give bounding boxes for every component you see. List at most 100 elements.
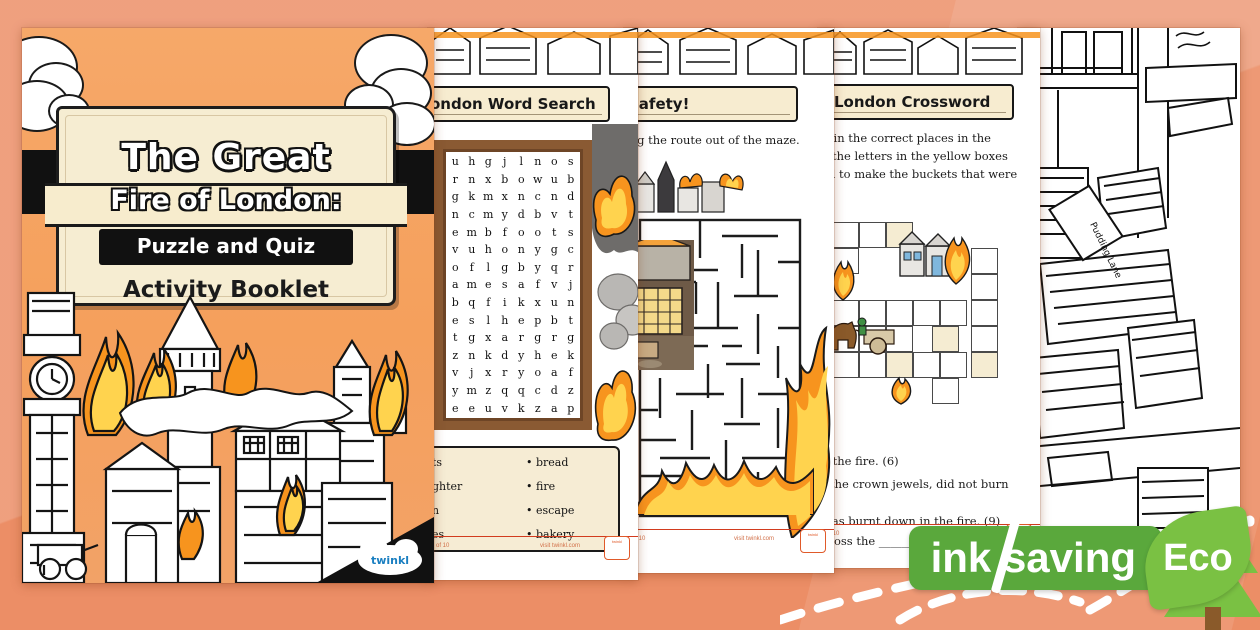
word-search-letter: y	[518, 366, 525, 380]
word-search-letter: l	[519, 155, 524, 169]
crossword-clue-line-1: o the fire. (6)	[822, 454, 899, 468]
word-search-letter: u	[468, 243, 476, 257]
word-search-letter: x	[485, 366, 492, 380]
preview-page-colouring[interactable]: Pudding Lane	[1018, 28, 1240, 546]
word-search-letter: e	[517, 313, 525, 327]
word-search-letter: s	[468, 313, 475, 327]
word-search-letter: e	[484, 278, 492, 292]
word-search-letter: y	[534, 260, 541, 274]
word-search-letter: e	[451, 225, 459, 239]
word-search-letter: n	[451, 208, 459, 222]
word-search-letter: h	[501, 313, 509, 327]
word-search-letter: m	[466, 384, 477, 398]
word-search-letter: e	[468, 401, 475, 415]
word-search-letter: v	[551, 278, 558, 292]
word-list-item: escape	[526, 504, 574, 517]
word-list-left-column: tsghternes	[428, 456, 462, 552]
word-list-right-column: breadfireescapebakery	[526, 456, 574, 552]
colouring-line-art: Pudding Lane	[1018, 28, 1240, 546]
word-search-letter: p	[567, 401, 575, 415]
word-search-letter: r	[568, 260, 574, 274]
word-search-letter: n	[550, 190, 558, 204]
crossword-cell[interactable]	[971, 300, 998, 326]
crossword-cell[interactable]	[971, 274, 998, 300]
word-search-page-footer: of 10 visit twinkl.com twinkl	[428, 536, 638, 562]
word-search-letter: x	[485, 331, 492, 345]
word-search-letter: t	[552, 225, 557, 239]
word-search-letter: s	[567, 225, 574, 239]
word-search-letter: y	[534, 243, 541, 257]
word-list-item: n	[428, 504, 462, 517]
word-search-letter: u	[451, 155, 459, 169]
word-search-letter: f	[469, 260, 474, 274]
crossword-cell[interactable]	[913, 300, 940, 326]
crossword-cell[interactable]	[971, 326, 998, 352]
word-search-letter: o	[534, 366, 542, 380]
preview-page-cover[interactable]: The Great Fire of London: Puzzle and Qui…	[22, 28, 434, 583]
word-search-heading: ondon Word Search	[428, 86, 610, 122]
word-search-letter: m	[466, 225, 477, 239]
word-search-letter: k	[468, 190, 476, 204]
word-search-letter: o	[550, 155, 558, 169]
word-search-letter: y	[452, 384, 459, 398]
burning-house-illustration	[898, 231, 952, 277]
crossword-grid[interactable]	[827, 208, 1028, 405]
preview-page-crossword[interactable]: London Crossword s in the correct places…	[818, 28, 1040, 568]
crossword-cell-highlight[interactable]	[971, 352, 998, 378]
footer-site-link[interactable]: visit twinkl.com	[734, 536, 775, 542]
word-search-letter: k	[567, 348, 575, 362]
word-search-letter: k	[484, 348, 492, 362]
word-search-letter: b	[567, 172, 575, 186]
word-search-letter: b	[517, 260, 525, 274]
cover-title-band-secondary	[45, 183, 407, 227]
cover-title-card: The Great Fire of London: Puzzle and Qui…	[45, 106, 407, 306]
word-list-item: es	[428, 528, 462, 541]
word-search-heading-text: ondon Word Search	[430, 95, 596, 113]
word-search-letter: q	[501, 384, 509, 398]
crossword-cell[interactable]	[940, 300, 967, 326]
word-search-letter: p	[534, 313, 542, 327]
page-header-line-art	[428, 28, 638, 76]
crossword-cell[interactable]	[932, 378, 959, 404]
word-search-letter: e	[451, 313, 459, 327]
word-search-letter: l	[486, 260, 491, 274]
word-search-letter: u	[484, 401, 492, 415]
word-search-letter: t	[453, 331, 458, 345]
twinkl-logo-text: twinkl	[370, 553, 410, 567]
crossword-cell[interactable]	[859, 222, 886, 248]
word-list-item: ghter	[428, 480, 462, 493]
word-search-letter: u	[550, 296, 558, 310]
word-search-letter: f	[502, 225, 507, 239]
crossword-heading-text: London Crossword	[834, 93, 991, 111]
crossword-cell[interactable]	[940, 352, 967, 378]
footer-site-link[interactable]: visit twinkl.com	[540, 543, 581, 549]
word-search-letter: b	[451, 296, 459, 310]
word-search-letter: r	[551, 331, 557, 345]
word-search-letter: f	[568, 366, 573, 380]
word-search-letter: x	[534, 296, 541, 310]
crossword-cell[interactable]	[913, 352, 940, 378]
footer-page-number: of 10	[632, 536, 646, 542]
word-search-letter: i	[502, 296, 507, 310]
crossword-cell[interactable]	[886, 300, 913, 326]
crossword-page-heading: London Crossword	[824, 84, 1014, 120]
word-list-parchment: tsghternes breadfireescapebakery	[428, 446, 620, 552]
word-search-letter: c	[468, 208, 475, 222]
word-search-letter: n	[517, 243, 525, 257]
crossword-cell[interactable]	[832, 352, 859, 378]
word-search-letter: k	[517, 401, 525, 415]
preview-page-fire-safety-maze[interactable]: Safety! ing the route out of the maze.	[624, 28, 834, 573]
word-search-letter: a	[550, 401, 558, 415]
crossword-cell-highlight[interactable]	[932, 326, 959, 352]
word-search-letter: q	[550, 260, 558, 274]
crossword-cell[interactable]	[971, 248, 998, 274]
word-search-letter: z	[567, 384, 574, 398]
word-search-letter: g	[534, 331, 542, 345]
crossword-instruction-line-1: s in the correct places in the	[824, 131, 991, 145]
crossword-cell[interactable]	[832, 222, 859, 248]
word-search-letter: j	[569, 278, 573, 292]
crossword-cell-highlight[interactable]	[886, 352, 913, 378]
